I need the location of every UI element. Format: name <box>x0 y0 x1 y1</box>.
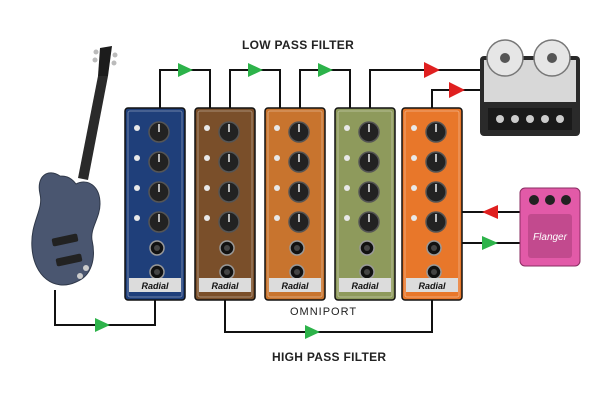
wire-lowpass-to-eq <box>229 69 281 110</box>
module-amber: Radial <box>401 107 463 301</box>
return-arrow <box>424 62 440 78</box>
signal-arrows <box>95 62 498 339</box>
module-brand-label: Radial <box>418 281 446 291</box>
send-arrow <box>95 318 110 332</box>
wire-preamp-to-lowpass <box>159 69 211 110</box>
low-pass-filter-label: LOW PASS FILTER <box>242 38 355 52</box>
return-arrow <box>482 205 498 219</box>
tape-recorder-icon <box>480 39 580 136</box>
module-olive: Radial <box>334 107 396 301</box>
module-brand-label: Radial <box>281 281 309 291</box>
send-arrow <box>482 236 498 250</box>
module-orange: Radial <box>264 107 326 301</box>
flanger-pedal-icon: Flanger <box>519 187 581 267</box>
omniport-label: OMNIPORT <box>290 306 358 318</box>
wire-omniport-high-pass <box>224 300 433 333</box>
send-arrow <box>178 63 193 77</box>
bass-guitar-icon <box>31 46 118 286</box>
return-arrow <box>449 82 465 98</box>
module-blue: Radial <box>124 107 186 301</box>
module-brand-label: Radial <box>211 281 239 291</box>
module-brand-label: Radial <box>141 281 169 291</box>
pedal-brand-label: Flanger <box>533 232 568 243</box>
high-pass-filter-label: HIGH PASS FILTER <box>272 350 387 364</box>
wire-compressor-to-recorder <box>369 69 480 110</box>
module-brand-label: Radial <box>351 281 379 291</box>
wire-eq-to-compressor <box>299 69 351 110</box>
send-arrow <box>305 325 320 339</box>
send-arrow <box>318 63 333 77</box>
send-arrow <box>248 63 263 77</box>
module-brown: Radial <box>194 107 256 301</box>
